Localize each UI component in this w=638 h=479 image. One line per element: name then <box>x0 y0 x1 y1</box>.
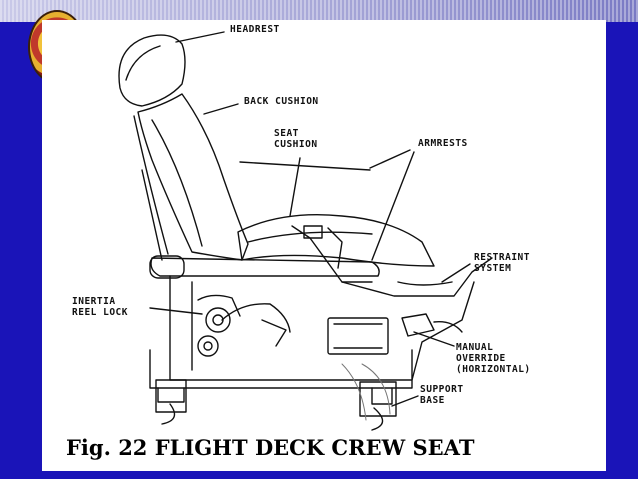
support-base-foot-right <box>359 381 397 417</box>
armrest-shape <box>150 257 380 277</box>
leader-headrest <box>175 31 225 43</box>
headrest-shape <box>118 34 186 107</box>
leader-manual-override <box>413 331 455 347</box>
label-inertia-reel-lock: INERTIA REEL LOCK <box>72 296 128 318</box>
figure-panel: HEADREST BACK CUSHION SEAT CUSHION ARMRE… <box>42 20 606 471</box>
figure-caption: Fig. 22 FLIGHT DECK CREW SEAT <box>66 435 475 460</box>
label-seat-cushion: SEAT CUSHION <box>274 128 318 150</box>
leader-restraint <box>441 263 471 283</box>
back-cushion-shape <box>137 93 249 261</box>
crew-seat-drawing <box>118 31 493 431</box>
manual-override-plate <box>327 317 389 355</box>
support-base-frame <box>149 349 413 389</box>
inertia-reel-lock <box>197 294 241 317</box>
seat-cushion-shape <box>237 214 435 267</box>
label-manual-override: MANUAL OVERRIDE (HORIZONTAL) <box>456 342 531 375</box>
leader-support-base <box>391 395 419 407</box>
slide-header-bar <box>0 0 638 22</box>
label-restraint-system: RESTRAINT SYSTEM <box>474 252 530 274</box>
label-back-cushion: BACK CUSHION <box>244 96 319 107</box>
leader-seat-cushion <box>289 157 301 217</box>
leader-inertia-reel <box>149 307 203 315</box>
slide-edge-accent <box>606 80 638 110</box>
support-base-foot-left <box>155 379 187 413</box>
restraint-strap <box>291 225 373 283</box>
label-armrests: ARMRESTS <box>418 138 468 149</box>
leader-back-cushion <box>203 103 239 115</box>
leader-armrests <box>369 149 411 169</box>
label-headrest: HEADREST <box>230 24 280 35</box>
label-support-base: SUPPORT BASE <box>420 384 464 406</box>
